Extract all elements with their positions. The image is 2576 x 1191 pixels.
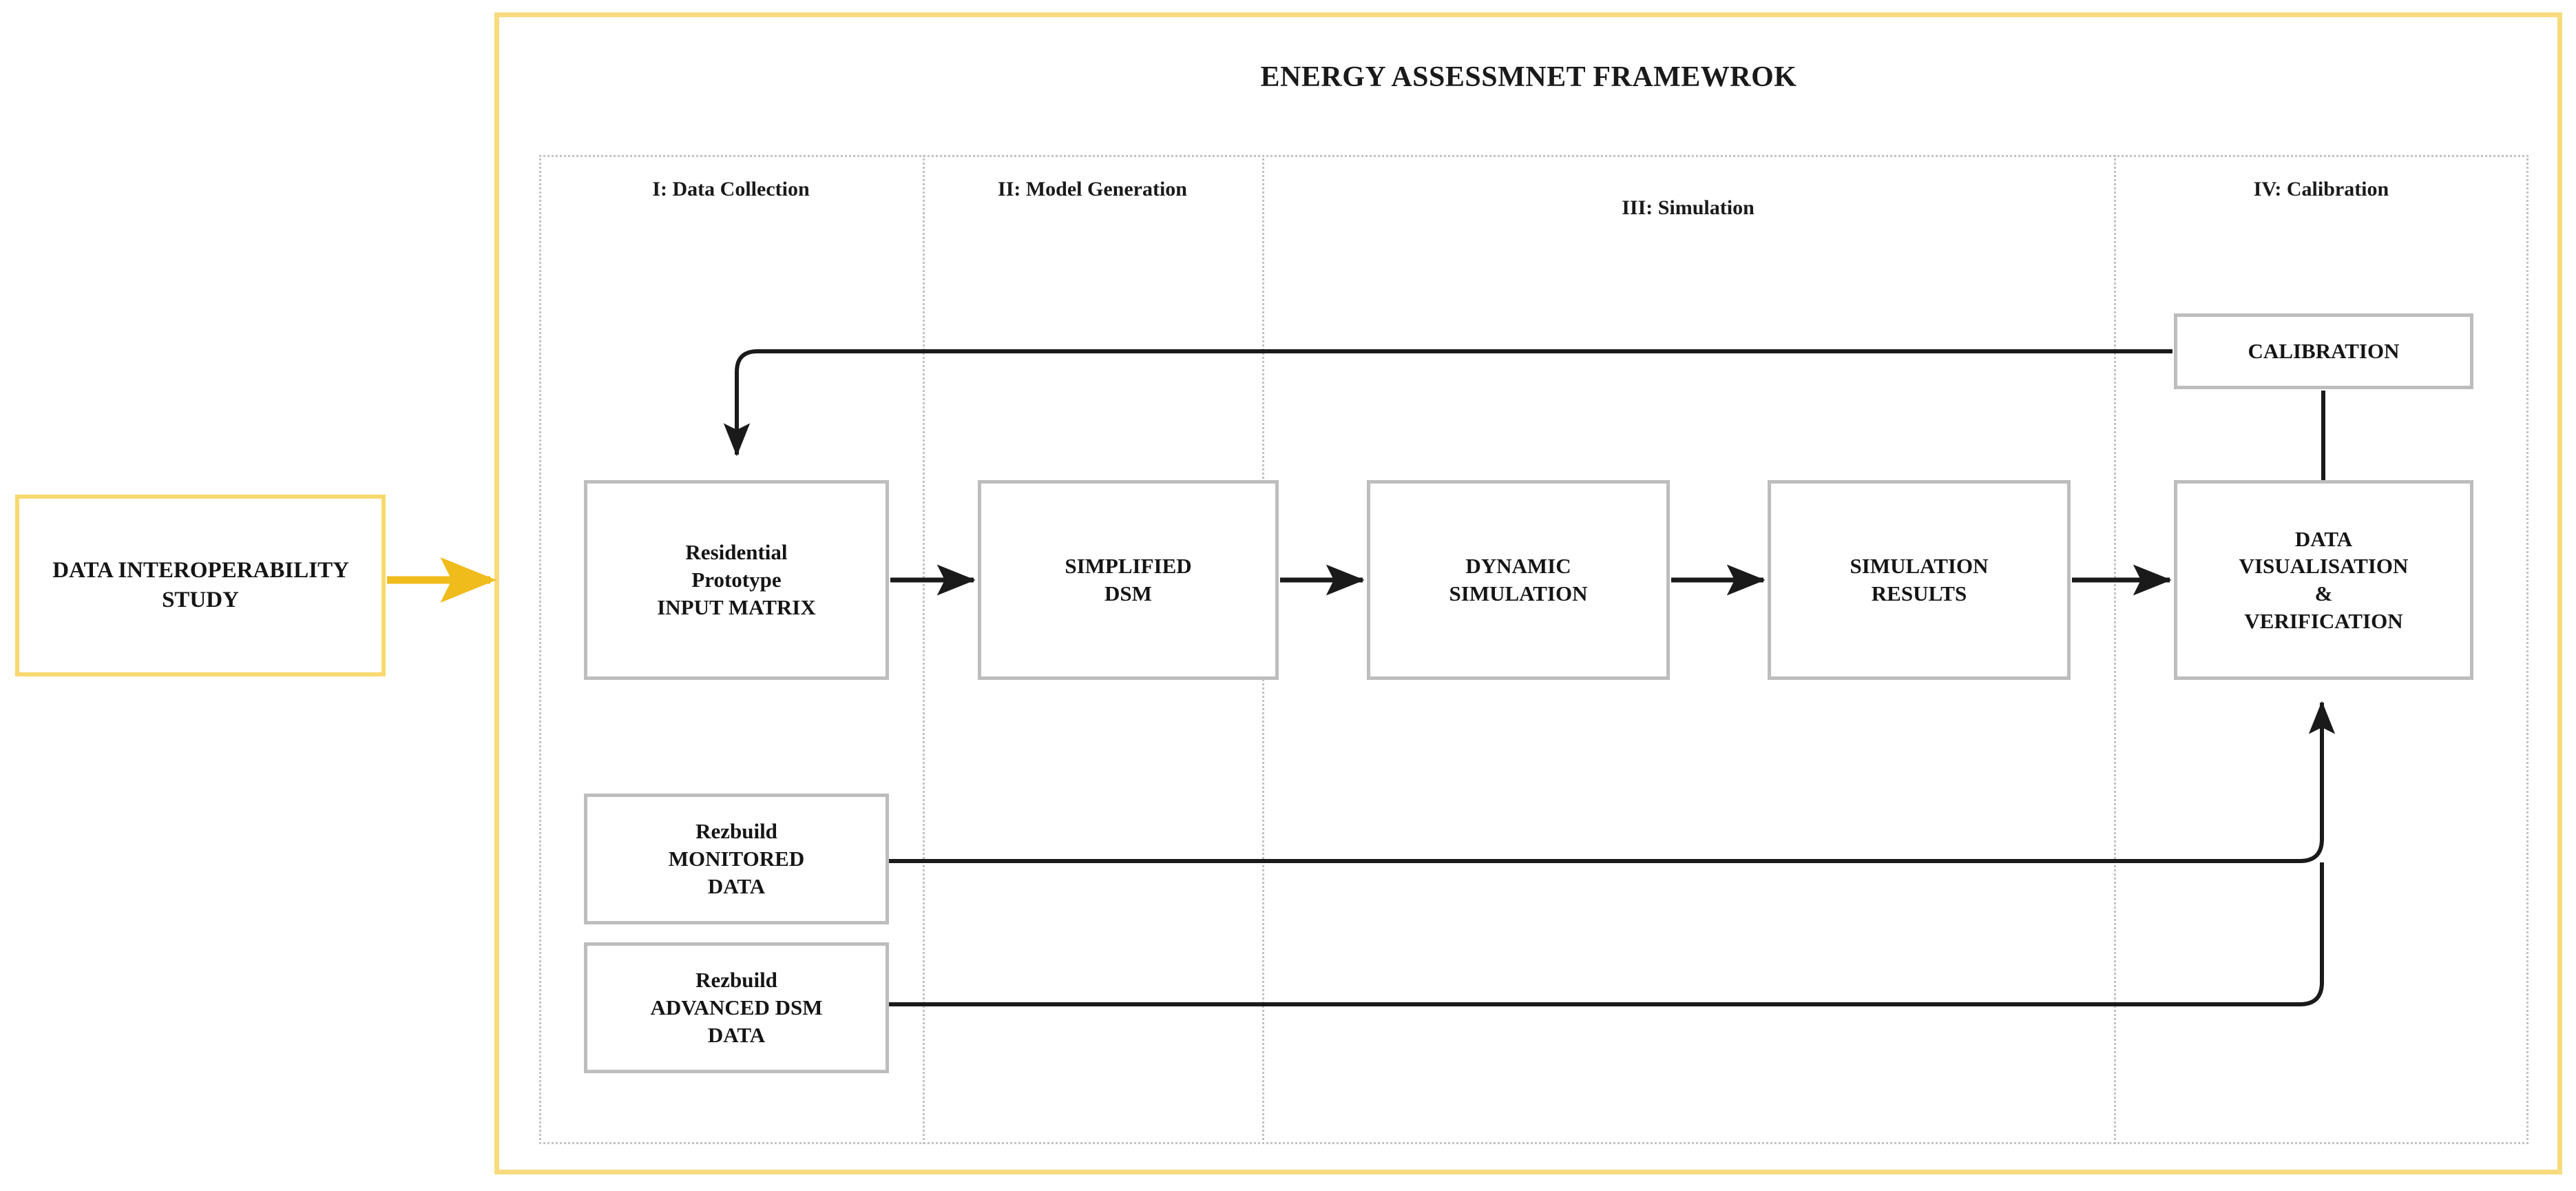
study-line-3: STUDY bbox=[162, 588, 239, 612]
data-visualisation-verification-box[interactable]: DATA VISUALISATION & VERIFICATION bbox=[2174, 480, 2473, 680]
advanced-dsm-line-3: DATA bbox=[707, 1022, 766, 1047]
data-visualisation-line-1: DATA bbox=[2294, 526, 2353, 551]
data-visualisation-line-2: VISUALISATION bbox=[2239, 554, 2409, 579]
monitored-data-line-2: MONITORED bbox=[668, 847, 805, 871]
stage-divider-1 bbox=[923, 155, 925, 1144]
monitored-data-line-3: DATA bbox=[707, 873, 766, 898]
residential-prototype-input-matrix-box[interactable]: Residential Prototype INPUT MATRIX bbox=[584, 480, 889, 680]
dynamic-simulation-line-2: SIMULATION bbox=[1449, 581, 1588, 605]
dynamic-simulation-line-1: DYNAMIC bbox=[1465, 554, 1571, 579]
simulation-results-line-1: SIMULATION bbox=[1850, 554, 1989, 579]
calibration-line-1: CALIBRATION bbox=[2248, 339, 2400, 364]
data-visualisation-line-3: & bbox=[2314, 581, 2333, 605]
page-title: ENERGY ASSESSMNET FRAMEWROK bbox=[1260, 61, 1797, 93]
framework-border bbox=[494, 12, 2562, 1174]
study-line-1: DATA bbox=[52, 558, 113, 583]
dynamic-simulation-box[interactable]: DYNAMIC SIMULATION bbox=[1367, 480, 1670, 680]
stage-label-model-generation: II: Model Generation bbox=[998, 178, 1187, 200]
advanced-dsm-line-1: Rezbuild bbox=[695, 968, 777, 993]
input-matrix-line-3: INPUT MATRIX bbox=[657, 594, 816, 619]
stage-divider-3 bbox=[2114, 155, 2116, 1144]
stage-label-data-collection: I: Data Collection bbox=[652, 178, 810, 200]
simplified-dsm-box[interactable]: SIMPLIFIED DSM bbox=[978, 480, 1279, 680]
stage-label-simulation: III: Simulation bbox=[1622, 196, 1755, 219]
simplified-dsm-line-1: SIMPLIFIED bbox=[1065, 554, 1192, 579]
stage-label-calibration: IV: Calibration bbox=[2253, 178, 2389, 200]
input-matrix-line-1: Residential bbox=[685, 540, 788, 565]
study-line-2: INTEROPERABILITY bbox=[118, 558, 348, 583]
data-interoperability-study-box[interactable]: DATA INTEROPERABILITY STUDY bbox=[15, 495, 386, 676]
data-visualisation-line-4: VERIFICATION bbox=[2244, 608, 2403, 633]
monitored-data-line-1: Rezbuild bbox=[695, 819, 777, 844]
simulation-results-box[interactable]: SIMULATION RESULTS bbox=[1768, 480, 2071, 680]
input-matrix-line-2: Prototype bbox=[691, 568, 782, 592]
advanced-dsm-line-2: ADVANCED DSM bbox=[650, 995, 823, 1020]
rezbuild-monitored-data-box[interactable]: Rezbuild MONITORED DATA bbox=[584, 794, 889, 924]
simplified-dsm-line-2: DSM bbox=[1104, 581, 1152, 605]
simulation-results-line-2: RESULTS bbox=[1871, 581, 1967, 605]
rezbuild-advanced-dsm-data-box[interactable]: Rezbuild ADVANCED DSM DATA bbox=[584, 942, 889, 1073]
calibration-box[interactable]: CALIBRATION bbox=[2174, 313, 2473, 389]
stages-panel bbox=[539, 155, 2528, 1144]
